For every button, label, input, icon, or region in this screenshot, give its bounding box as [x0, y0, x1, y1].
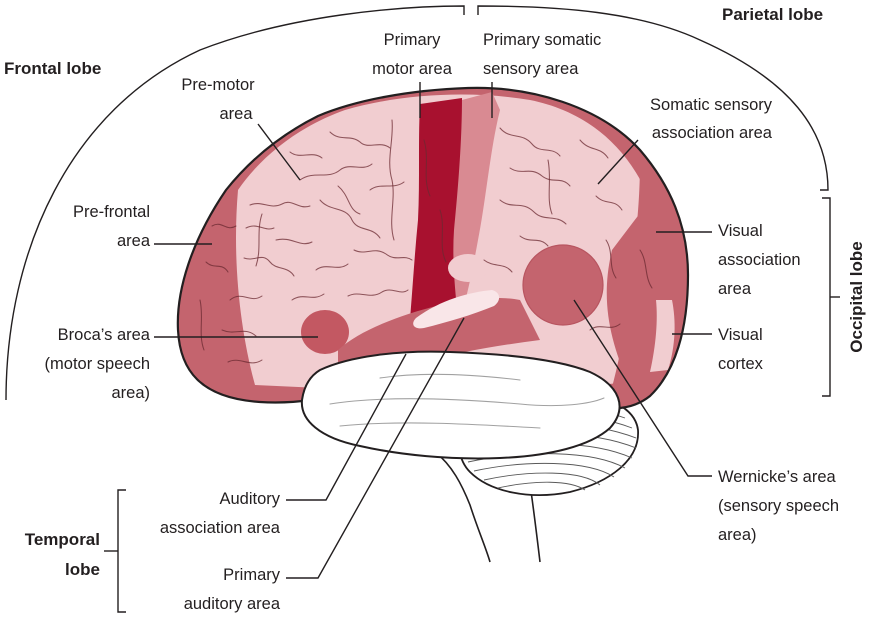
pre-motor-label-line1: Pre-motor — [181, 76, 255, 94]
visual-association-label-line3: area — [718, 280, 752, 298]
primary-auditory-region — [413, 290, 500, 329]
wernickes-label-line2: (sensory speech — [718, 497, 839, 515]
brocas-label-line3: area) — [111, 384, 150, 402]
frontal-lobe-label: Frontal lobe — [4, 59, 101, 78]
labels: Frontal lobe Parietal lobe Occipital lob… — [4, 5, 866, 613]
cerebrum — [176, 86, 690, 410]
primary-sensory-label-line2: sensory area — [483, 60, 579, 78]
primary-sensory-label-line1: Primary somatic — [483, 31, 601, 49]
primary-motor-label-line1: Primary — [384, 31, 442, 49]
visual-cortex-label-line2: cortex — [718, 355, 764, 373]
visual-association-label-line2: association — [718, 251, 801, 269]
temporal-lobe-label-line1: Temporal — [25, 530, 100, 549]
pre-frontal-label-line1: Pre-frontal — [73, 203, 150, 221]
occipital-lobe-label: Occipital lobe — [847, 241, 866, 352]
light-oval — [448, 254, 488, 282]
brocas-label-line1: Broca’s area — [58, 326, 151, 344]
primary-motor-strip — [408, 98, 462, 342]
visual-cortex-label-line1: Visual — [718, 326, 763, 344]
wernickes-label-line1: Wernicke’s area — [718, 468, 837, 486]
auditory-association-label-line2: association area — [160, 519, 281, 537]
visual-cortex-core — [650, 300, 675, 372]
pre-frontal-label-line2: area — [117, 232, 151, 250]
leader-lines — [154, 82, 712, 579]
brocas-label-line2: (motor speech — [45, 355, 150, 373]
leader-wernickes — [573, 299, 712, 477]
temporal-lobe-shape — [300, 350, 621, 460]
primary-motor-label-line2: motor area — [372, 60, 453, 78]
primary-auditory-label-line2: auditory area — [184, 595, 281, 613]
parietal-lobe-label: Parietal lobe — [722, 5, 823, 24]
leader-auditory-association — [286, 353, 407, 501]
cortex-folds — [199, 119, 653, 364]
primary-sensory-strip — [444, 92, 500, 300]
auditory-association-label-line1: Auditory — [219, 490, 280, 508]
primary-auditory-label-line1: Primary — [223, 566, 281, 584]
leader-pre-motor — [257, 123, 301, 181]
somatic-association-label-line2: association area — [652, 124, 773, 142]
pre-motor-label-line2: area — [219, 105, 253, 123]
brocas-area-region — [301, 310, 349, 354]
leader-somatic-association — [597, 139, 639, 185]
somatic-association-label-line1: Somatic sensory — [650, 96, 773, 114]
wernickes-label-line3: area) — [718, 526, 757, 544]
visual-association-label-line1: Visual — [718, 222, 763, 240]
wernickes-area-region — [522, 244, 604, 326]
lobe-brackets — [5, 5, 840, 613]
temporal-lobe-label-line2: lobe — [65, 560, 100, 579]
leader-primary-auditory — [286, 317, 465, 579]
